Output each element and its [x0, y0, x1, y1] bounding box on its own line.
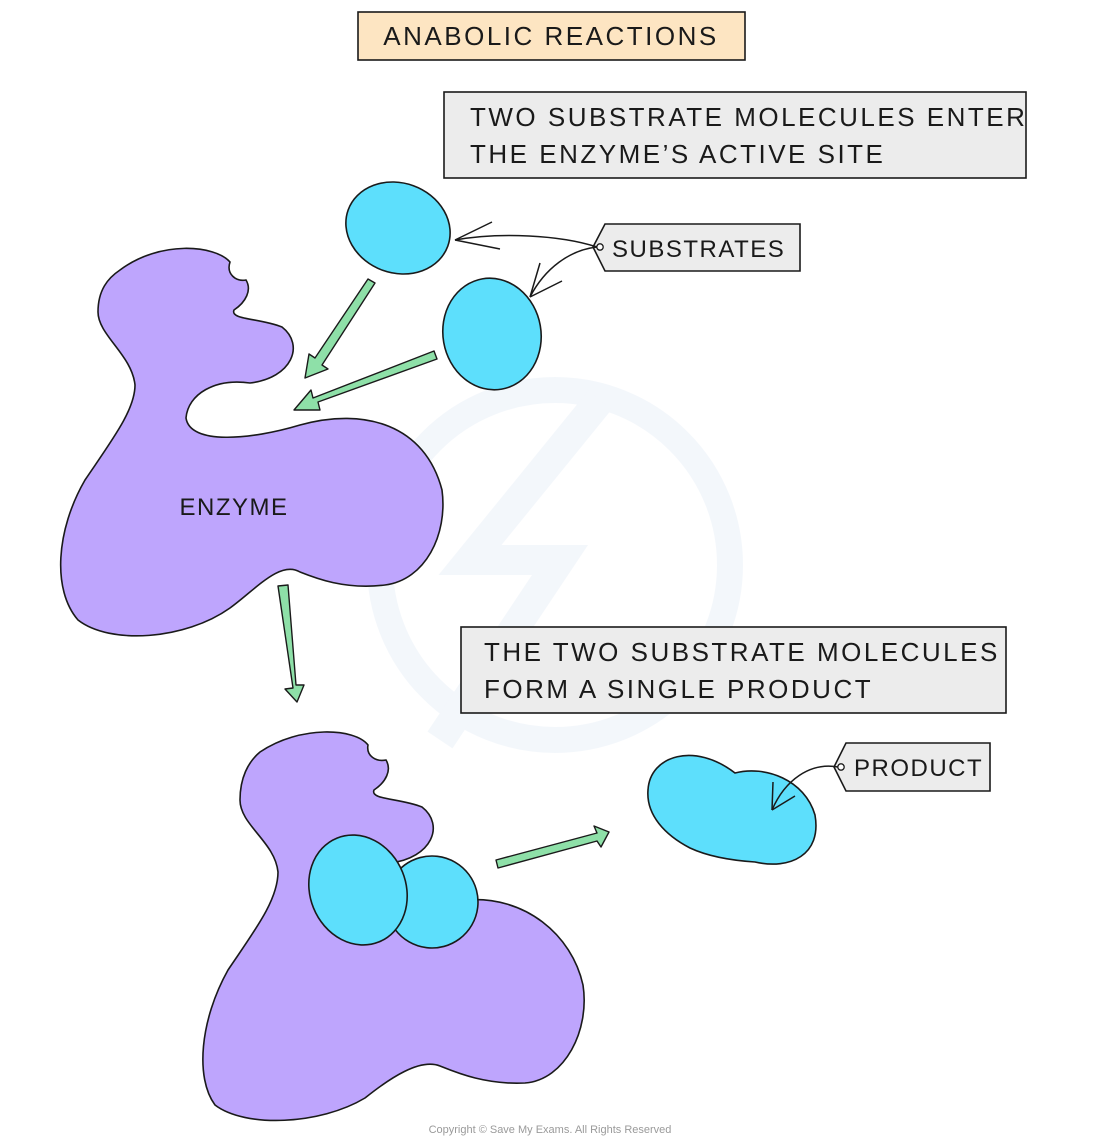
product-tag: PRODUCT	[833, 742, 991, 792]
substrate-molecule-1	[345, 181, 451, 275]
enzyme-top-shape	[59, 247, 444, 637]
copyright-notice: Copyright © Save My Exams. All Rights Re…	[429, 1124, 672, 1136]
product-label: PRODUCT	[854, 755, 983, 782]
step1-caption-box: TWO SUBSTRATE MOLECULES ENTER THE ENZYME…	[443, 91, 1027, 179]
product-pointer-line	[771, 765, 839, 811]
title-box: ANABOLIC REACTIONS	[357, 11, 746, 61]
green-arrow-step-down	[277, 584, 305, 703]
step2-caption-line1: THE TWO SUBSTRATE MOLECULES	[484, 637, 1000, 667]
substrates-pointer-lines	[454, 221, 598, 298]
step2-caption-line2: FORM A SINGLE PRODUCT	[484, 674, 873, 704]
step1-caption-line2: THE ENZYME’S ACTIVE SITE	[470, 139, 885, 169]
substrate-molecule-2	[441, 277, 543, 391]
substrate-in-active-site-1	[307, 834, 409, 946]
enzyme-label: ENZYME	[179, 494, 288, 521]
step1-caption-line1: TWO SUBSTRATE MOLECULES ENTER	[470, 102, 1027, 132]
title-text: ANABOLIC REACTIONS	[383, 21, 718, 51]
green-arrow-substrate1-to-site	[304, 278, 376, 379]
product-molecule	[647, 754, 817, 865]
green-arrow-to-product	[495, 825, 610, 869]
substrates-tag: SUBSTRATES	[592, 223, 801, 272]
green-arrow-substrate2-to-site	[293, 350, 438, 411]
step2-caption-box: THE TWO SUBSTRATE MOLECULES FORM A SINGL…	[460, 626, 1007, 714]
substrates-label: SUBSTRATES	[612, 236, 785, 263]
